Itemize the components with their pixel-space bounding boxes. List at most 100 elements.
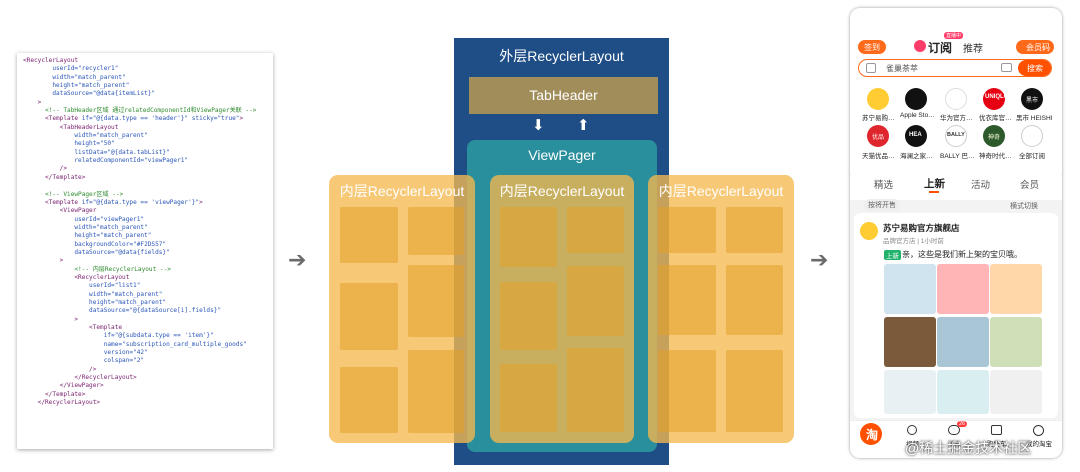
code-line: <!-- 内层RecyclerLayout --> <box>23 265 171 273</box>
item-cell <box>408 207 464 255</box>
scan-icon[interactable] <box>866 63 876 73</box>
huawei-logo[interactable] <box>945 88 967 110</box>
message-tab-label[interactable]: 消息 <box>948 441 961 448</box>
cart-tab-label[interactable]: 购物车 <box>987 441 1007 448</box>
code-line: width="match_parent" <box>23 290 163 298</box>
hla-logo[interactable] <box>905 125 927 147</box>
arrow-down-icon: ⬇ <box>532 116 545 134</box>
shop-name: 华为官方… <box>940 115 973 122</box>
layout-toggle[interactable]: 横式切换 <box>1010 203 1038 210</box>
search-button[interactable]: 搜索 <box>1027 64 1043 73</box>
filter-chip[interactable]: 按将开售 <box>864 199 900 211</box>
product-image[interactable] <box>990 317 1042 367</box>
code-line: </ViewPager> <box>23 382 104 390</box>
watermark: @稀土掘金技术社区 <box>905 440 1032 456</box>
shop-name: Apple Sto… <box>900 112 935 119</box>
store-avatar[interactable] <box>860 222 878 240</box>
item-cell <box>408 265 464 337</box>
member-code-button[interactable]: 会员码 <box>1026 43 1050 52</box>
product-image[interactable] <box>937 370 989 414</box>
bally-logo[interactable] <box>945 125 967 147</box>
shop-logo[interactable] <box>867 125 889 147</box>
item-cell <box>567 266 624 336</box>
tab-recommend[interactable]: 推荐 <box>963 44 983 55</box>
apple-logo[interactable] <box>905 88 927 110</box>
code-line: /> <box>23 365 97 373</box>
camera-icon[interactable] <box>1001 63 1012 72</box>
feed-tab-featured[interactable]: 精选 <box>874 180 894 191</box>
product-image[interactable] <box>937 264 989 314</box>
shop-logo[interactable] <box>867 88 889 110</box>
inner-recycler-label: 内层RecyclerLayout <box>658 183 784 199</box>
feed-tab-activity[interactable]: 活动 <box>971 180 991 191</box>
arrow-up-icon: ⬆ <box>577 116 590 134</box>
code-line: <Template if="@{data.type == 'header'}" … <box>23 115 244 123</box>
code-line: <Template <box>23 324 123 331</box>
code-line <box>23 182 273 190</box>
store-subtitle: 品牌官方店 | 1小时前 <box>883 238 944 245</box>
code-line: </RecyclerLayout> <box>23 374 137 382</box>
code-line: <ViewPager <box>23 207 97 215</box>
feed-tab-new[interactable]: 上新 <box>924 178 945 190</box>
code-panel: <RecyclerLayout userId="recycler1" width… <box>17 53 273 449</box>
inner-recycler-label: 内层RecyclerLayout <box>499 183 625 199</box>
code-line: colspan="2" <box>23 357 145 365</box>
tab-subscribe[interactable]: 订阅 <box>928 41 953 55</box>
code-line: </RecyclerLayout> <box>23 399 101 407</box>
product-image[interactable] <box>884 317 936 367</box>
store-name[interactable]: 苏宁易购官方旗舰店 <box>883 223 960 233</box>
profile-icon[interactable] <box>1033 425 1044 436</box>
heishi-logo[interactable] <box>1021 88 1043 110</box>
code-line: listData="@{data.tabList}" <box>23 148 170 156</box>
code-line: userId="viewPager1" <box>23 215 145 223</box>
shop-name: 海澜之家… <box>900 153 933 160</box>
code-line: <TabHeaderLayout <box>23 123 119 131</box>
code-line: backgroundColor="#F2DS57" <box>23 240 167 248</box>
code-line: width="match_parent" <box>23 73 126 81</box>
shop-name: 黑市 HEISHI <box>1016 115 1053 122</box>
video-tab-label[interactable]: 视频 <box>906 441 919 448</box>
shop-logo[interactable] <box>983 125 1005 147</box>
xml-code: <RecyclerLayout userId="recycler1" width… <box>23 57 273 407</box>
inner-recycler-label: 内层RecyclerLayout <box>339 183 465 199</box>
code-line: <RecyclerLayout <box>23 273 130 281</box>
code-line: <RecyclerLayout <box>23 57 79 64</box>
product-image[interactable] <box>884 370 936 414</box>
outer-recycler-label: 外层RecyclerLayout <box>499 48 624 64</box>
item-cell <box>340 283 398 350</box>
code-line: width="match_parent" <box>23 132 148 140</box>
tab-header-label: TabHeader <box>529 87 598 103</box>
code-line: relatedComponentId="viewPager1" <box>23 157 189 165</box>
search-input[interactable]: 雀巢茶萃 <box>886 64 918 73</box>
cart-icon[interactable] <box>991 425 1002 435</box>
shop-name: 神奇时代… <box>979 153 1012 160</box>
item-cell <box>658 265 716 335</box>
shop-name: 全部订阅 <box>1019 153 1045 160</box>
code-line: > <box>23 98 42 106</box>
product-image[interactable] <box>990 370 1042 414</box>
item-cell <box>500 282 557 350</box>
item-cell <box>340 207 398 263</box>
profile-tab-label[interactable]: 我的淘宝 <box>1026 441 1052 448</box>
product-image[interactable] <box>884 264 936 314</box>
message-badge: 26 <box>957 421 968 427</box>
signin-button[interactable]: 签到 <box>864 43 880 52</box>
product-image[interactable] <box>990 264 1042 314</box>
shop-name: BALLY 巴… <box>940 153 975 160</box>
item-cell <box>567 348 624 432</box>
message-icon[interactable] <box>948 425 960 435</box>
new-badge: 上新 <box>884 250 901 260</box>
code-line: userId="recycler1" <box>23 65 119 73</box>
code-line: name="subscription_card_multiple_goods" <box>23 340 247 348</box>
post-text: 亲，这些是我们新上架的宝贝哦。 <box>902 250 1022 259</box>
item-cell <box>658 350 716 432</box>
product-image[interactable] <box>937 317 989 367</box>
flow-arrow-right-icon: ➔ <box>810 248 829 273</box>
all-subscriptions-icon[interactable] <box>1021 125 1043 147</box>
uniqlo-logo[interactable] <box>983 88 1005 110</box>
code-line: height="match_parent" <box>23 82 130 90</box>
code-line: version="42" <box>23 349 148 357</box>
video-icon[interactable] <box>907 425 917 435</box>
feed-tab-member[interactable]: 会员 <box>1020 180 1040 191</box>
home-tab[interactable]: 淘 <box>866 428 879 442</box>
